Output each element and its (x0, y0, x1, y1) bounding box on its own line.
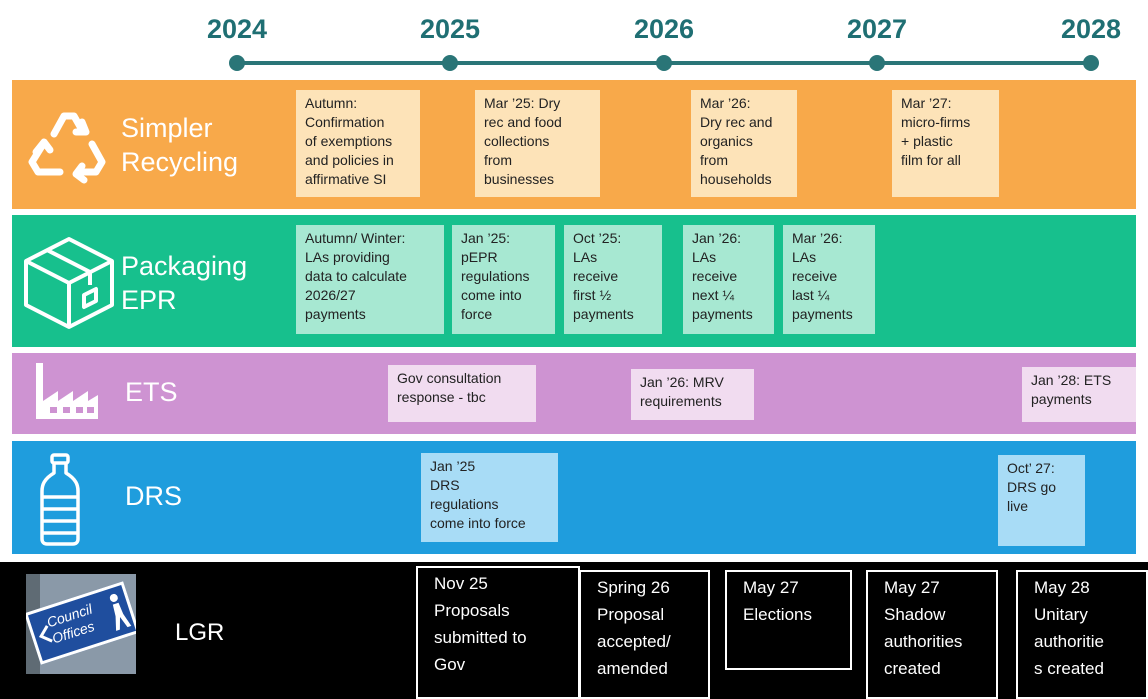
band-label-drs: DRS (125, 481, 183, 511)
year-label-2027: 2027 (846, 14, 908, 44)
year-dot-2027 (869, 55, 885, 71)
event-box: Autumn: Confirmation of exemptions and p… (296, 90, 420, 197)
lgr-event-box: Spring 26 Proposal accepted/ amended (579, 570, 710, 699)
box-icon (24, 237, 114, 329)
year-label-2024: 2024 (206, 14, 268, 44)
label-line-2: EPR (121, 285, 177, 315)
year-dot-2024 (229, 55, 245, 71)
lgr-event-box: May 27 Elections (725, 570, 852, 670)
recycle-icon (28, 112, 106, 184)
event-box: Jan ’26: MRV requirements (631, 369, 754, 420)
band-lgr: Council Offices LGR Nov 25 Proposals sub… (0, 562, 1148, 699)
bottle-icon (40, 453, 80, 546)
sign-text: Council Offices (44, 600, 97, 647)
council-offices-sign: Council Offices (26, 574, 136, 674)
band-ets: ETS Gov consultation response - tbc Jan … (12, 353, 1136, 434)
event-box: Gov consultation response - tbc (388, 365, 536, 422)
event-box: Autumn/ Winter: LAs providing data to ca… (296, 225, 444, 334)
year-label-2028: 2028 (1060, 14, 1122, 44)
band-label-epr: Packaging EPR (121, 249, 247, 317)
event-box: Mar ’27: micro-firms + plastic film for … (892, 90, 999, 197)
year-dot-2025 (442, 55, 458, 71)
lgr-event-box: Nov 25 Proposals submitted to Gov (416, 566, 580, 699)
sign-board: Council Offices (26, 581, 136, 665)
year-dot-2026 (656, 55, 672, 71)
band-label-simpler: Simpler Recycling (121, 111, 238, 179)
year-dot-2028 (1083, 55, 1099, 71)
factory-icon (36, 363, 98, 419)
band-label-ets: ETS (125, 377, 178, 407)
lgr-event-box: May 28 Unitary authoritie s created (1016, 570, 1148, 699)
band-label-lgr: LGR (175, 619, 225, 646)
lgr-event-box: May 27 Shadow authorities created (866, 570, 998, 699)
event-box: Jan ’25: pEPR regulations come into forc… (452, 225, 555, 334)
pedestrian-icon (109, 593, 132, 631)
event-box: Mar ’26: Dry rec and organics from house… (691, 90, 797, 197)
arrow-left-icon (38, 625, 53, 643)
event-box: Mar ’25: Dry rec and food collections fr… (475, 90, 600, 197)
year-label-2026: 2026 (633, 14, 695, 44)
label-line-2: Recycling (121, 147, 239, 177)
event-box: Jan ’25 DRS regulations come into force (421, 453, 558, 542)
event-box: Jan ’26: LAs receive next ¼ payments (683, 225, 774, 334)
event-box: Oct ’25: LAs receive first ½ payments (564, 225, 662, 334)
event-box: Oct’ 27: DRS go live (998, 455, 1085, 546)
event-box: Jan ’28: ETS payments (1022, 367, 1136, 422)
label-line-1: Packaging (121, 251, 248, 281)
band-packaging-epr: Packaging EPR Autumn/ Winter: LAs provid… (12, 215, 1136, 347)
band-simpler-recycling: Simpler Recycling Autumn: Confirmation o… (12, 80, 1136, 209)
year-label-2025: 2025 (419, 14, 481, 44)
label-line-1: Simpler (121, 113, 213, 143)
event-box: Mar ’26: LAs receive last ¼ payments (783, 225, 875, 334)
band-drs: DRS Jan ’25 DRS regulations come into fo… (12, 441, 1136, 554)
